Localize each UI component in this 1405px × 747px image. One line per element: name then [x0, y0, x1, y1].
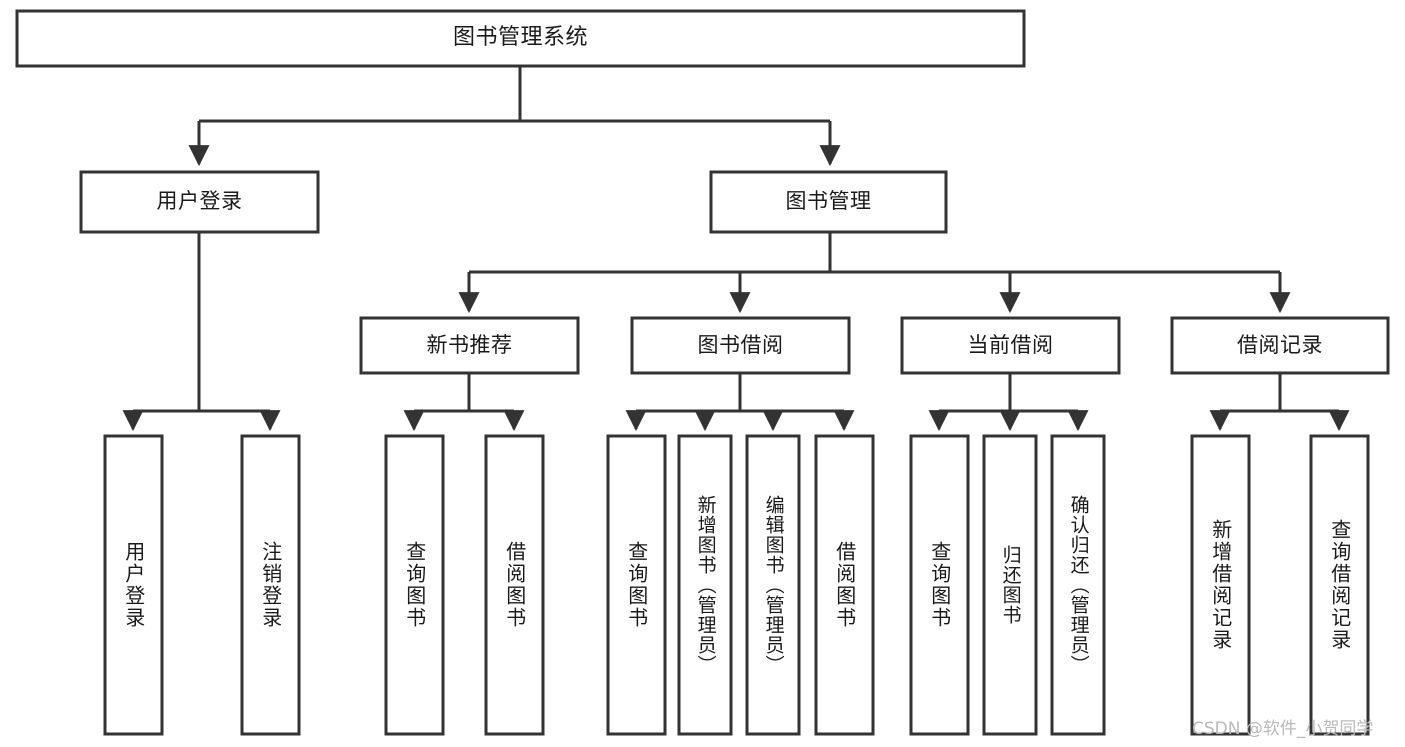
node-leaf-add-book-label: 新增图书（管理员） [694, 495, 717, 675]
node-leaf-add-record[interactable]: 新增借阅记录 [1192, 436, 1249, 734]
node-user-login[interactable]: 用户登录 [81, 172, 318, 232]
node-leaf-logout[interactable]: 注销登录 [242, 436, 299, 734]
rect-leaf-add-record [1190, 434, 1251, 736]
node-leaf-add-record-label: 新增借阅记录 [1208, 519, 1233, 651]
node-leaf-query-book-3[interactable]: 查询图书 [911, 436, 968, 734]
rect-leaf-add-book [677, 434, 733, 736]
node-borrow-record[interactable]: 借阅记录 [1172, 318, 1388, 373]
connector-lines [122, 66, 1350, 432]
rect-current-borrow [900, 316, 1121, 375]
node-leaf-query-book-2[interactable]: 查询图书 [608, 436, 665, 734]
node-leaf-borrow-book-1[interactable]: 借阅图书 [486, 436, 543, 734]
node-book-mgmt-label: 图书管理 [785, 189, 872, 214]
rect-new-book-rec [359, 316, 580, 375]
rect-leaf-query-record [1309, 434, 1370, 736]
node-root[interactable]: 图书管理系统 [17, 11, 1024, 66]
node-leaf-logout-label: 注销登录 [258, 541, 283, 629]
node-leaf-borrow-book-1-label: 借阅图书 [502, 541, 527, 629]
node-leaf-borrow-book-2-label: 借阅图书 [832, 541, 857, 629]
node-new-book-rec[interactable]: 新书推荐 [361, 318, 578, 373]
node-leaf-query-book-3-label: 查询图书 [927, 541, 952, 629]
node-leaf-confirm-return-label: 确认归还（管理员） [1067, 495, 1090, 675]
rect-leaf-borrow-book-2 [814, 434, 875, 736]
rect-leaf-query-book-3 [909, 434, 970, 736]
node-leaf-add-book[interactable]: 新增图书（管理员） [679, 436, 731, 734]
node-leaf-borrow-book-2[interactable]: 借阅图书 [816, 436, 873, 734]
node-current-borrow[interactable]: 当前借阅 [902, 318, 1119, 373]
node-leaf-query-record-label: 查询借阅记录 [1327, 519, 1352, 651]
rect-user-login [79, 170, 320, 234]
rect-leaf-edit-book [745, 434, 801, 736]
node-new-book-rec-label: 新书推荐 [426, 332, 513, 357]
rect-leaf-query-book-1 [384, 434, 445, 736]
node-book-borrow-label: 图书借阅 [697, 332, 784, 357]
rect-leaf-user-login [103, 434, 164, 736]
node-leaf-query-record[interactable]: 查询借阅记录 [1311, 436, 1368, 734]
node-leaf-query-book-1[interactable]: 查询图书 [386, 436, 443, 734]
node-borrow-record-label: 借阅记录 [1237, 332, 1323, 357]
rect-leaf-return-book [982, 434, 1038, 736]
node-leaf-return-book[interactable]: 归还图书 [984, 436, 1036, 734]
node-leaf-user-login-label: 用户登录 [121, 541, 146, 629]
node-leaf-user-login[interactable]: 用户登录 [105, 436, 162, 734]
rect-leaf-logout [240, 434, 301, 736]
rect-root [15, 9, 1026, 68]
rect-leaf-borrow-book-1 [484, 434, 545, 736]
node-leaf-query-book-1-label: 查询图书 [402, 541, 427, 629]
node-book-borrow[interactable]: 图书借阅 [632, 318, 849, 373]
node-user-login-label: 用户登录 [156, 189, 243, 214]
node-current-borrow-label: 当前借阅 [967, 332, 1054, 357]
node-book-mgmt[interactable]: 图书管理 [711, 172, 946, 232]
node-rectangles [15, 9, 1390, 736]
node-root-label: 图书管理系统 [452, 25, 588, 51]
node-leaf-query-book-2-label: 查询图书 [624, 541, 649, 629]
node-leaf-edit-book-label: 编辑图书（管理员） [762, 495, 785, 675]
node-leaf-return-book-label: 归还图书 [999, 545, 1022, 625]
rect-leaf-query-book-2 [606, 434, 667, 736]
node-leaf-confirm-return[interactable]: 确认归还（管理员） [1052, 436, 1104, 734]
rect-leaf-confirm-return [1050, 434, 1106, 736]
node-leaf-edit-book[interactable]: 编辑图书（管理员） [747, 436, 799, 734]
